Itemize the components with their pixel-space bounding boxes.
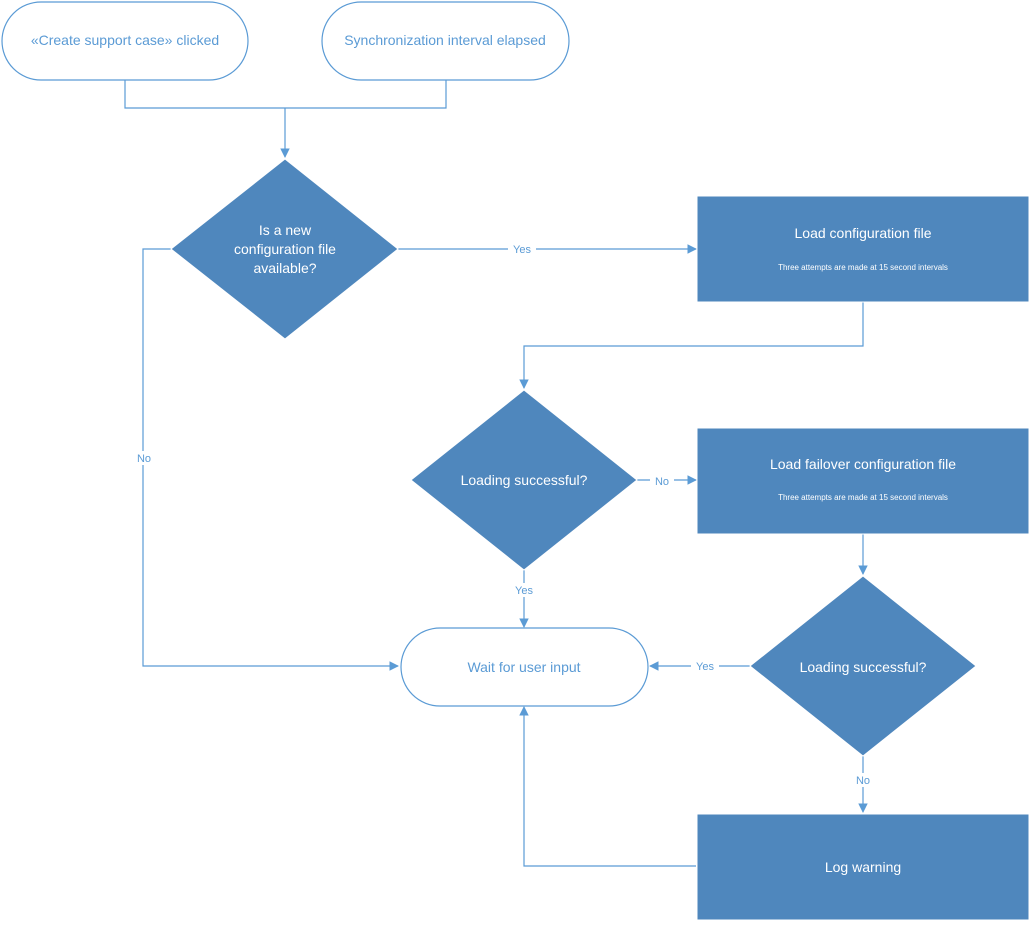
edge-label-new-config-no: No bbox=[137, 453, 151, 465]
terminal-wait-input-node: Wait for user input bbox=[400, 627, 649, 707]
edge-label-loading2-no: No bbox=[856, 775, 870, 787]
decision-new-config-label-line1: Is a new bbox=[259, 222, 312, 238]
terminal-wait-input-label: Wait for user input bbox=[467, 659, 580, 675]
connector-sync-to-merge bbox=[285, 80, 447, 109]
start-create-case-label: «Create support case» clicked bbox=[31, 32, 219, 48]
process-load-config-note: Three attempts are made at 15 second int… bbox=[778, 263, 948, 272]
decision-loading-2-label: Loading successful? bbox=[800, 659, 927, 675]
start-sync-interval-label: Synchronization interval elapsed bbox=[344, 32, 546, 48]
process-log-warning-node: Log warning bbox=[696, 813, 1030, 921]
start-create-case-node: «Create support case» clicked bbox=[1, 1, 249, 81]
decision-loading-1-node: Loading successful? bbox=[410, 389, 638, 571]
process-load-failover-node: Load failover configuration file Three a… bbox=[696, 427, 1030, 535]
decision-loading-2-node: Loading successful? bbox=[749, 575, 977, 757]
connector-load-config-to-loading1 bbox=[519, 302, 864, 389]
process-log-warning-label: Log warning bbox=[825, 859, 901, 875]
edge-label-loading1-yes: Yes bbox=[515, 585, 533, 597]
decision-new-config-label-line2: configuration file bbox=[234, 241, 336, 257]
process-load-config-label: Load configuration file bbox=[795, 225, 932, 241]
process-load-config-node: Load configuration file Three attempts a… bbox=[696, 195, 1030, 303]
connector-log-warning-to-wait bbox=[519, 706, 696, 867]
edge-label-loading1-no: No bbox=[655, 476, 669, 488]
process-load-failover-note: Three attempts are made at 15 second int… bbox=[778, 493, 948, 502]
start-sync-interval-node: Synchronization interval elapsed bbox=[321, 1, 570, 81]
decision-new-config-node: Is a new configuration file available? bbox=[170, 158, 399, 340]
edge-label-new-config-yes: Yes bbox=[513, 244, 531, 256]
process-load-failover-label: Load failover configuration file bbox=[770, 456, 956, 472]
decision-loading-1-label: Loading successful? bbox=[461, 472, 588, 488]
decision-new-config-label-line3: available? bbox=[253, 260, 316, 276]
connector-create-case-to-merge bbox=[124, 80, 285, 109]
edge-label-loading2-yes: Yes bbox=[696, 661, 714, 673]
